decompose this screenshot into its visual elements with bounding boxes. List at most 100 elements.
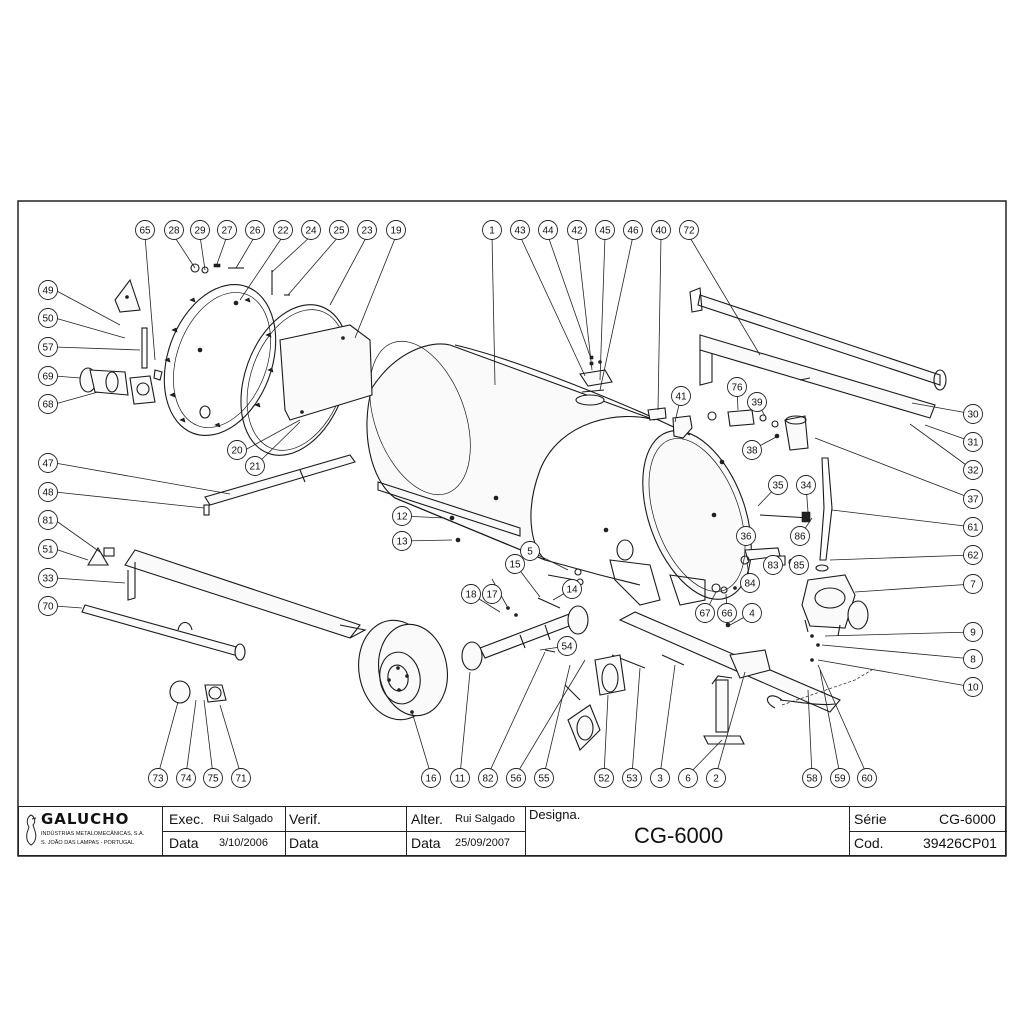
callout-label: 50 — [42, 314, 54, 325]
callout-13: 13 — [392, 531, 412, 551]
callout-76: 76 — [727, 377, 747, 397]
data-label-alter: Data — [411, 835, 441, 851]
callout-35: 35 — [768, 475, 788, 495]
chassis-assembly — [81, 454, 876, 745]
callout-1: 1 — [482, 220, 502, 240]
callout-label: 3 — [657, 774, 663, 785]
callout-label: 25 — [333, 226, 345, 237]
data-label-exec: Data — [169, 835, 199, 851]
callout-label: 38 — [746, 446, 758, 457]
callout-label: 84 — [744, 579, 756, 590]
callout-6: 6 — [678, 768, 698, 788]
callout-67: 67 — [695, 603, 715, 623]
callout-57: 57 — [38, 337, 58, 357]
callout-label: 74 — [180, 774, 192, 785]
callout-28: 28 — [164, 220, 184, 240]
callout-68: 68 — [38, 394, 58, 414]
company-line2: S. JOÃO DAS LAMPAS - PORTUGAL — [41, 840, 135, 846]
callout-44: 44 — [538, 220, 558, 240]
callout-29: 29 — [190, 220, 210, 240]
callout-label: 43 — [514, 226, 526, 237]
callout-label: 75 — [207, 774, 219, 785]
callout-label: 20 — [231, 446, 243, 457]
callout-label: 61 — [967, 523, 979, 534]
callout-label: 16 — [425, 774, 437, 785]
callout-label: 2 — [713, 774, 719, 785]
callout-17: 17 — [482, 584, 502, 604]
serie-value: CG-6000 — [939, 811, 996, 827]
top-fittings — [579, 287, 947, 594]
callout-36: 36 — [736, 526, 756, 546]
callout-label: 71 — [235, 774, 247, 785]
callout-label: 70 — [42, 602, 54, 613]
callout-85: 85 — [789, 555, 809, 575]
callout-33: 33 — [38, 568, 58, 588]
callout-label: 48 — [42, 488, 54, 499]
callout-label: 83 — [767, 561, 779, 572]
callout-label: 19 — [390, 226, 402, 237]
data-label-verif: Data — [289, 835, 319, 851]
callout-66: 66 — [717, 603, 737, 623]
callout-25: 25 — [329, 220, 349, 240]
callout-label: 35 — [772, 481, 784, 492]
callout-label: 73 — [152, 774, 164, 785]
callout-label: 8 — [970, 655, 976, 666]
designation-label: Designa. — [529, 807, 581, 822]
leader-lines — [54, 235, 974, 776]
callout-label: 5 — [527, 547, 533, 558]
door-assembly — [79, 263, 373, 456]
callout-label: 30 — [967, 410, 979, 421]
callout-label: 36 — [740, 532, 752, 543]
callout-19: 19 — [386, 220, 406, 240]
callout-label: 58 — [806, 774, 818, 785]
callout-label: 33 — [42, 574, 54, 585]
callout-label: 86 — [794, 532, 806, 543]
callout-82: 82 — [478, 768, 498, 788]
callout-label: 47 — [42, 459, 54, 470]
callout-label: 15 — [509, 560, 521, 571]
callout-40: 40 — [651, 220, 671, 240]
callout-84: 84 — [740, 573, 760, 593]
tank-assembly — [366, 340, 752, 606]
callout-label: 67 — [699, 609, 711, 620]
callout-49: 49 — [38, 280, 58, 300]
callout-label: 69 — [42, 372, 54, 383]
callout-83: 83 — [763, 555, 783, 575]
callout-label: 85 — [793, 561, 805, 572]
callout-label: 21 — [249, 462, 261, 473]
callout-52: 52 — [594, 768, 614, 788]
callout-5: 5 — [520, 541, 540, 561]
callout-60: 60 — [857, 768, 877, 788]
callout-22: 22 — [273, 220, 293, 240]
callout-18: 18 — [461, 584, 481, 604]
callout-label: 26 — [249, 226, 261, 237]
callout-label: 32 — [967, 466, 979, 477]
callout-label: 4 — [749, 609, 755, 620]
company-name: GALUCHO — [41, 810, 130, 828]
callout-label: 27 — [221, 226, 233, 237]
callout-7: 7 — [963, 574, 983, 594]
callout-65: 65 — [135, 220, 155, 240]
data-value-exec: 3/10/2006 — [219, 837, 268, 849]
callout-label: 28 — [168, 226, 180, 237]
callout-55: 55 — [534, 768, 554, 788]
callout-26: 26 — [245, 220, 265, 240]
callout-label: 66 — [721, 609, 733, 620]
callout-label: 53 — [626, 774, 638, 785]
drawing-frame — [17, 200, 1007, 857]
callout-label: 56 — [510, 774, 522, 785]
callout-27: 27 — [217, 220, 237, 240]
callout-label: 72 — [683, 226, 695, 237]
callout-46: 46 — [623, 220, 643, 240]
callout-37: 37 — [963, 489, 983, 509]
callout-48: 48 — [38, 482, 58, 502]
callout-2: 2 — [706, 768, 726, 788]
alter-label: Alter. — [411, 811, 443, 827]
callout-label: 76 — [731, 383, 743, 394]
callout-label: 59 — [834, 774, 846, 785]
callout-38: 38 — [742, 440, 762, 460]
callout-label: 81 — [42, 516, 54, 527]
callout-16: 16 — [421, 768, 441, 788]
company-line1: INDÚSTRIAS METALOMECÂNICAS, S.A. — [41, 831, 145, 837]
